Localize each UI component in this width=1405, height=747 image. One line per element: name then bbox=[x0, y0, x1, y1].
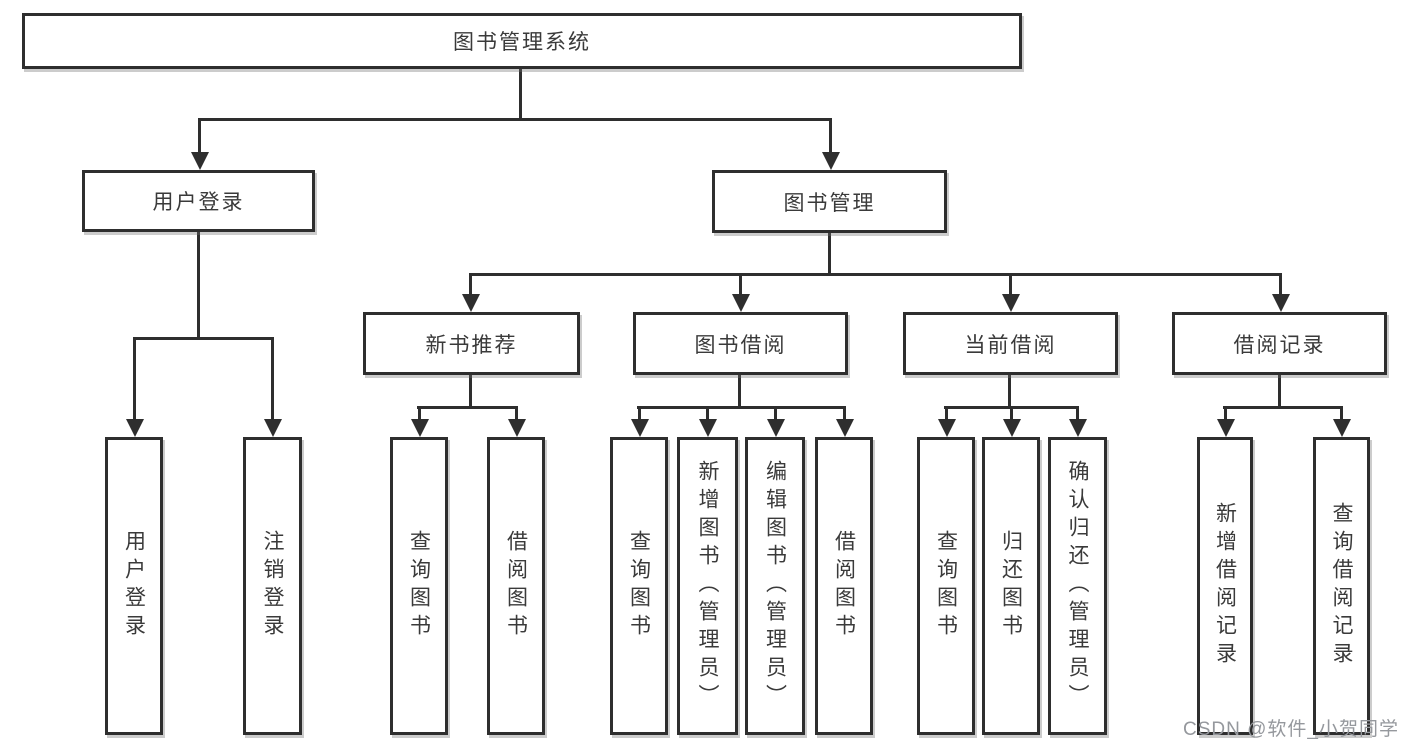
arrow-nbr-borrow-book bbox=[515, 406, 518, 419]
connector-new-book-rec-rail bbox=[417, 406, 517, 409]
arrow-br-add-record bbox=[1224, 406, 1227, 419]
leaf-logout-label: 注销登录 bbox=[261, 530, 284, 642]
node-new-book-recommend-label: 新书推荐 bbox=[425, 333, 518, 357]
arrow-to-leaf-user-login bbox=[133, 337, 136, 419]
leaf-nbr-borrow-book: 借阅图书 bbox=[487, 437, 545, 735]
node-user-login-label: 用户登录 bbox=[152, 191, 245, 214]
node-user-login: 用户登录 bbox=[82, 170, 315, 232]
connector-level1-rail bbox=[198, 118, 832, 121]
leaf-user-login-label: 用户登录 bbox=[122, 530, 146, 642]
arrow-to-book-borrow bbox=[739, 273, 742, 294]
node-root-label: 图书管理系统 bbox=[453, 31, 591, 54]
arrow-cb-confirm-return bbox=[1076, 406, 1079, 419]
node-book-borrow-label: 图书借阅 bbox=[694, 333, 787, 357]
leaf-bb-edit-book-label: 编辑图书（管理员） bbox=[763, 460, 787, 712]
leaf-user-login: 用户登录 bbox=[105, 437, 163, 735]
connector-book-management-stem bbox=[828, 233, 831, 276]
arrow-cb-return-book bbox=[1010, 406, 1013, 419]
leaf-nbr-borrow-book-label: 借阅图书 bbox=[504, 530, 528, 642]
node-book-management-label: 图书管理 bbox=[783, 191, 876, 215]
leaf-bb-add-book-label: 新增图书（管理员） bbox=[696, 460, 719, 712]
leaf-logout: 注销登录 bbox=[243, 437, 302, 735]
connector-book-borrow-stem bbox=[738, 375, 741, 409]
arrow-cb-query-book bbox=[945, 406, 948, 419]
leaf-br-query-record-label: 查询借阅记录 bbox=[1330, 502, 1353, 670]
node-borrow-record-label: 借阅记录 bbox=[1233, 333, 1326, 357]
arrow-bb-add-book bbox=[706, 406, 709, 419]
arrow-bb-borrow-book bbox=[843, 406, 846, 419]
arrow-to-borrow-record bbox=[1279, 273, 1282, 294]
leaf-cb-return-book: 归还图书 bbox=[982, 437, 1040, 735]
connector-current-borrow-stem bbox=[1008, 375, 1011, 409]
node-current-borrow-label: 当前借阅 bbox=[964, 333, 1057, 357]
arrow-to-book-management bbox=[829, 118, 832, 152]
leaf-nbr-query-book: 查询图书 bbox=[390, 437, 448, 735]
arrow-bb-query-book bbox=[638, 406, 641, 419]
connector-root-stem bbox=[519, 69, 522, 121]
connector-book-borrow-rail bbox=[637, 406, 845, 409]
arrow-to-new-book-rec bbox=[469, 273, 472, 294]
connector-user-login-stem bbox=[197, 232, 200, 340]
leaf-bb-query-book: 查询图书 bbox=[610, 437, 668, 735]
node-book-management: 图书管理 bbox=[712, 170, 947, 233]
leaf-cb-query-book: 查询图书 bbox=[917, 437, 975, 735]
leaf-br-add-record: 新增借阅记录 bbox=[1197, 437, 1253, 735]
leaf-bb-add-book: 新增图书（管理员） bbox=[677, 437, 738, 735]
leaf-cb-query-book-label: 查询图书 bbox=[934, 530, 958, 642]
leaf-cb-confirm-return-label: 确认归还（管理员） bbox=[1066, 460, 1089, 712]
leaf-br-query-record: 查询借阅记录 bbox=[1313, 437, 1370, 735]
node-book-borrow: 图书借阅 bbox=[633, 312, 848, 375]
node-new-book-recommend: 新书推荐 bbox=[363, 312, 580, 375]
leaf-bb-borrow-book-label: 借阅图书 bbox=[832, 530, 856, 642]
leaf-cb-return-book-label: 归还图书 bbox=[999, 530, 1023, 642]
arrow-nbr-query-book bbox=[418, 406, 421, 419]
arrow-to-current-borrow bbox=[1009, 273, 1012, 294]
connector-borrow-record-rail bbox=[1223, 406, 1343, 409]
connector-user-login-rail bbox=[133, 337, 274, 340]
leaf-bb-borrow-book: 借阅图书 bbox=[815, 437, 873, 735]
arrow-to-leaf-logout bbox=[271, 337, 274, 419]
arrow-br-query-record bbox=[1340, 406, 1343, 419]
leaf-cb-confirm-return: 确认归还（管理员） bbox=[1048, 437, 1107, 735]
arrow-to-user-login bbox=[198, 118, 201, 152]
connector-new-book-rec-stem bbox=[469, 375, 472, 409]
csdn-watermark: CSDN @软件_小贺同学 bbox=[1183, 719, 1399, 740]
connector-level3-rail bbox=[469, 273, 1281, 276]
node-current-borrow: 当前借阅 bbox=[903, 312, 1118, 375]
leaf-bb-edit-book: 编辑图书（管理员） bbox=[745, 437, 805, 735]
leaf-bb-query-book-label: 查询图书 bbox=[627, 530, 651, 642]
leaf-nbr-query-book-label: 查询图书 bbox=[407, 530, 431, 642]
node-borrow-record: 借阅记录 bbox=[1172, 312, 1387, 375]
arrow-bb-edit-book bbox=[774, 406, 777, 419]
leaf-br-add-record-label: 新增借阅记录 bbox=[1213, 502, 1237, 670]
connector-borrow-record-stem bbox=[1278, 375, 1281, 409]
node-root: 图书管理系统 bbox=[22, 13, 1022, 69]
